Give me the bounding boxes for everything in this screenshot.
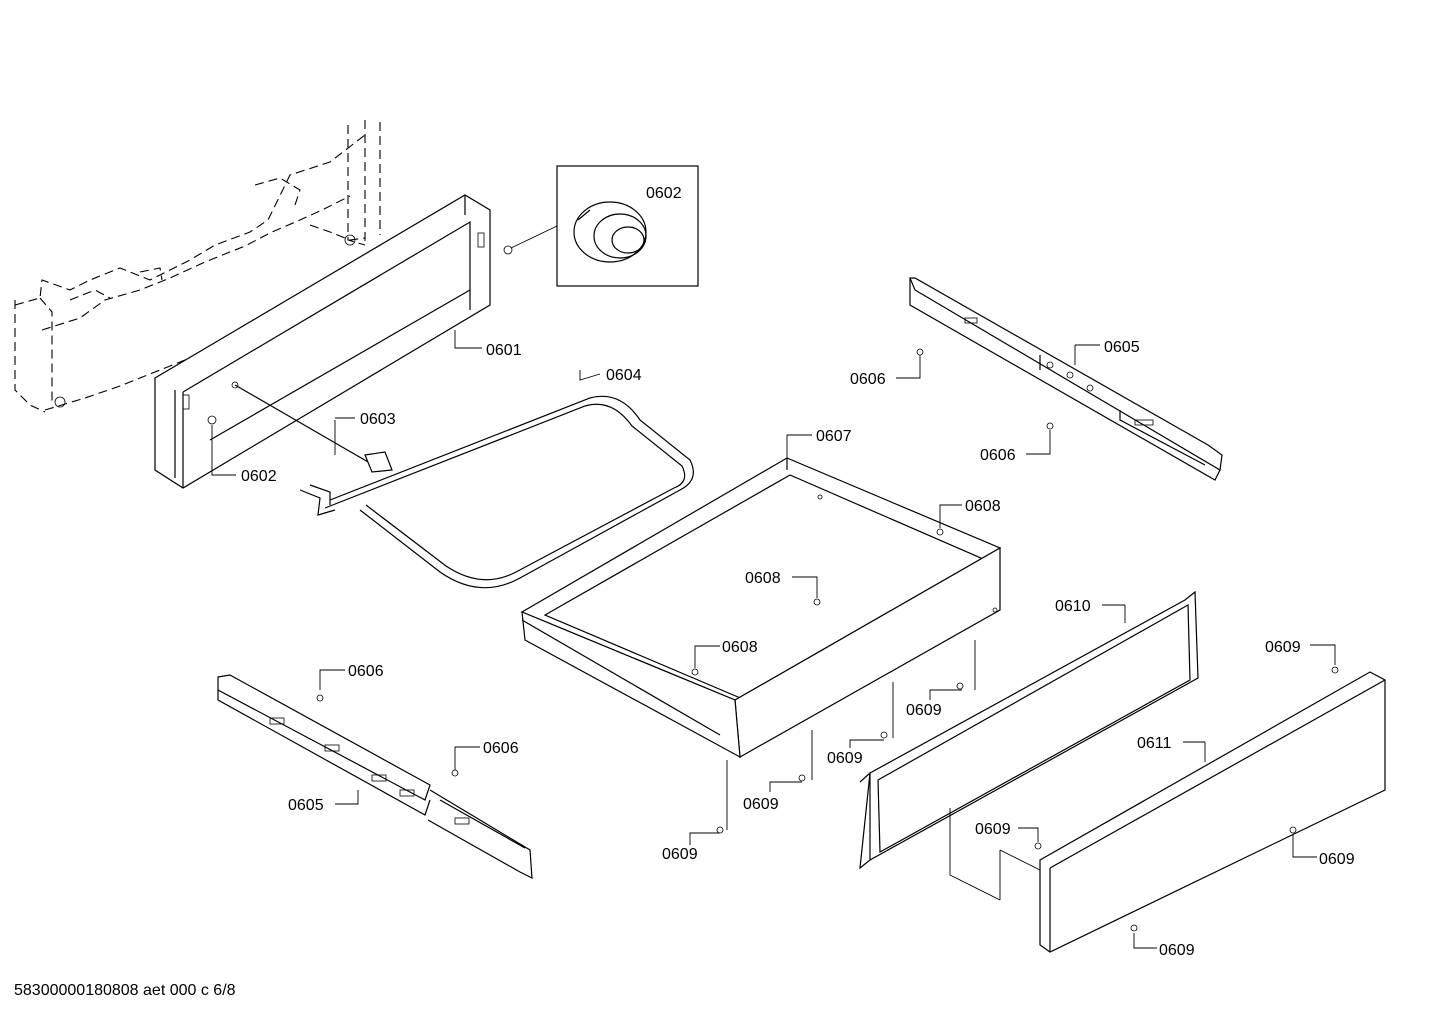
- part-0602-detail-box: [510, 165, 699, 287]
- callout-0601: 0601: [486, 342, 522, 359]
- callout-0605-left: 0605: [288, 797, 324, 814]
- drawing-reference-footer: 58300000180808 aet 000 c 6/8: [14, 982, 236, 999]
- part-0611-front-panel: [1039, 671, 1386, 953]
- part-0604-heating-element: [299, 395, 694, 589]
- callout-0608-c: 0608: [722, 639, 758, 656]
- callout-0605-right: 0605: [1104, 339, 1140, 356]
- callout-0604: 0604: [606, 367, 642, 384]
- callout-0609-f: 0609: [975, 821, 1011, 838]
- callout-0607: 0607: [816, 428, 852, 445]
- callout-0609-b: 0609: [827, 750, 863, 767]
- callout-0609-a: 0609: [906, 702, 942, 719]
- callout-0606-d: 0606: [483, 740, 519, 757]
- part-0610-inner-panel: [859, 590, 1199, 870]
- part-0603-sensor: [231, 381, 393, 473]
- part-0607-drawer-tray: [520, 457, 1002, 759]
- callout-0602-detail: 0602: [646, 185, 682, 202]
- callout-0611: 0611: [1137, 735, 1172, 752]
- callout-0609-c: 0609: [743, 796, 779, 813]
- callout-0608-b: 0608: [745, 570, 781, 587]
- part-0601-front-frame: [154, 194, 491, 489]
- assembly-lines: [726, 640, 1041, 901]
- callout-0602: 0602: [241, 468, 277, 485]
- part-0605-rail-left: [217, 674, 533, 880]
- callout-0606-b: 0606: [980, 447, 1016, 464]
- callout-0610: 0610: [1055, 598, 1091, 615]
- callout-0609-e: 0609: [1265, 639, 1301, 656]
- callout-0609-d: 0609: [662, 846, 698, 863]
- callout-0606-a: 0606: [850, 371, 886, 388]
- callout-0608-a: 0608: [965, 498, 1001, 515]
- leader-lines: [211, 330, 1336, 949]
- callout-0609-h: 0609: [1159, 942, 1195, 959]
- callout-0609-g: 0609: [1319, 851, 1355, 868]
- callout-0606-c: 0606: [348, 663, 384, 680]
- part-0605-rail-right: [909, 277, 1223, 481]
- part-0602-knob-small-right: [503, 245, 513, 255]
- callout-0603: 0603: [360, 411, 396, 428]
